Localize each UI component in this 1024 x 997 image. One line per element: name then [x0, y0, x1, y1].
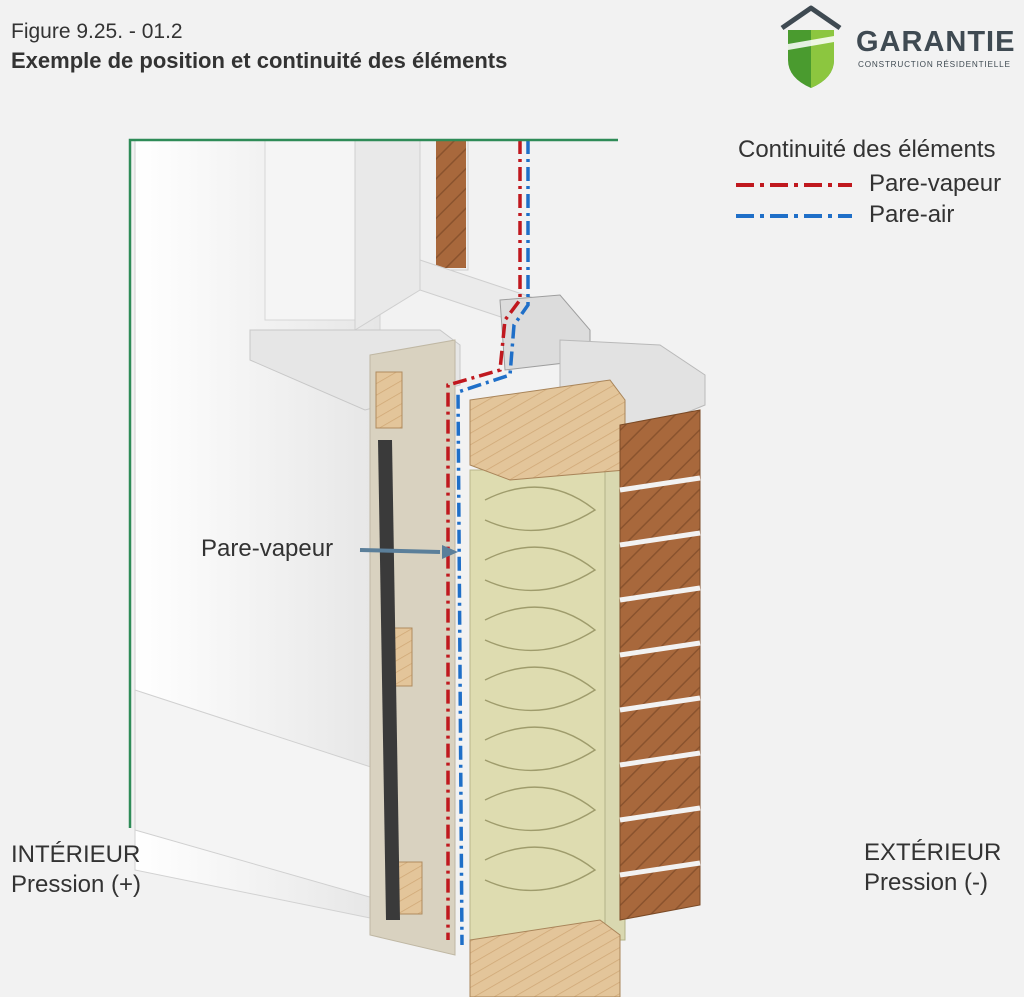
house-shield-icon	[780, 5, 842, 88]
exterior-label: EXTÉRIEUR Pression (-)	[864, 838, 1001, 898]
callout-arrow	[359, 545, 458, 559]
strapping-block-top	[375, 371, 403, 429]
strapping-block-bottom	[397, 861, 423, 915]
legend-label-air: Pare-air	[869, 201, 955, 228]
interior-pressure: Pression (+)	[11, 871, 142, 898]
interior-title: INTÉRIEUR	[11, 841, 141, 868]
exterior-title: EXTÉRIEUR	[864, 839, 1002, 866]
interior-boundary-line	[128, 138, 618, 828]
interior-label: INTÉRIEUR Pression (+)	[11, 840, 141, 900]
vapour-barrier-line	[446, 140, 522, 940]
logo-wordmark: GARANTIE	[856, 26, 1016, 58]
brick-through-window	[436, 140, 466, 268]
bottom-plate	[469, 919, 621, 997]
vapour-barrier-swatch	[736, 183, 852, 187]
window-frame	[354, 139, 421, 331]
legend-title: Continuité des éléments	[738, 136, 996, 163]
window-casing	[264, 139, 356, 321]
garantie-logo: GARANTIE CONSTRUCTION RÉSIDENTIELLE	[776, 4, 1016, 92]
legend-label-vapour: Pare-vapeur	[869, 170, 1002, 197]
top-plate	[469, 379, 626, 481]
mortar-joints	[619, 475, 701, 878]
callout-vapour-barrier: Pare-vapeur	[201, 535, 334, 562]
insulation-pattern	[484, 486, 597, 892]
exterior-pressure: Pression (-)	[864, 869, 989, 896]
logo-subtitle: CONSTRUCTION RÉSIDENTIELLE	[858, 60, 1011, 69]
figure-number: Figure 9.25. - 01.2	[11, 20, 183, 43]
air-barrier-line	[456, 140, 530, 946]
air-barrier-swatch	[736, 214, 852, 218]
figure-title: Exemple de position et continuité des él…	[11, 48, 508, 73]
insulation-batt	[469, 469, 606, 961]
drywall-edge	[378, 440, 400, 920]
